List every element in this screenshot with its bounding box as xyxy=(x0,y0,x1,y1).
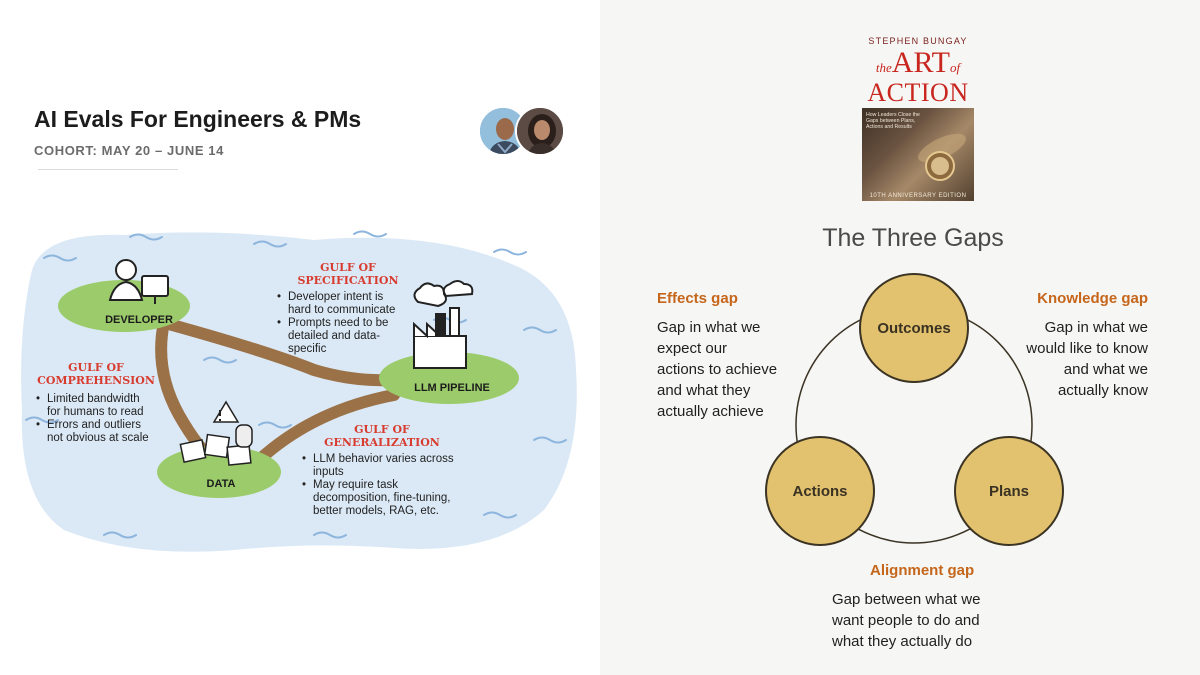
book-title-of: of xyxy=(949,60,961,75)
book-title-action: ACTION xyxy=(867,78,969,107)
effects-gap-heading: Effects gap xyxy=(657,290,738,307)
course-title: AI Evals For Engineers & PMs xyxy=(34,106,362,132)
plans-circle: Plans xyxy=(954,436,1064,546)
gulf-comprehension-heading: GULF OF COMPREHENSION xyxy=(37,361,155,387)
book-edition: 10TH ANNIVERSARY EDITION xyxy=(869,193,967,199)
three-gaps-cycle-diagram: Outcomes Actions Plans xyxy=(765,273,1064,546)
plans-label: Plans xyxy=(989,483,1029,500)
llm-pipeline-label: LLM PIPELINE xyxy=(414,382,490,394)
gulf-generalization-heading: GULF OF GENERALIZATION xyxy=(324,423,440,449)
left-slide: AI Evals For Engineers & PMs COHORT: MAY… xyxy=(0,0,600,675)
wave-marks xyxy=(25,230,567,539)
factory-icon xyxy=(413,280,474,369)
book-cover-image: How Leaders Close the Gaps between Plans… xyxy=(862,108,974,201)
outcomes-label: Outcomes xyxy=(877,320,950,337)
developer-figure xyxy=(108,259,169,304)
knowledge-gap-description: Gap in what we would like to know and wh… xyxy=(1026,319,1148,399)
alignment-gap-description: Gap between what we want people to do an… xyxy=(832,591,981,650)
actions-circle: Actions xyxy=(765,436,875,546)
effects-gap-description: Gap in what we expect our actions to ach… xyxy=(657,319,778,420)
data-label: DATA xyxy=(206,478,236,490)
gulf-specification-heading: GULF OF SPECIFICATION xyxy=(297,261,399,287)
alignment-gap-heading: Alignment gap xyxy=(870,562,975,579)
book-subtitle: How Leaders Close the Gaps between Plans… xyxy=(866,112,920,130)
knowledge-gap-heading: Knowledge gap xyxy=(1037,290,1148,307)
book-title-art: ART xyxy=(891,46,950,79)
three-gaps-title: The Three Gaps xyxy=(822,224,1004,252)
outcomes-circle: Outcomes xyxy=(859,273,969,383)
instructor-avatar-2 xyxy=(515,106,565,156)
book-title-the: the xyxy=(875,60,892,75)
cohort-dates: COHORT: MAY 20 – JUNE 14 xyxy=(34,143,224,158)
actions-label: Actions xyxy=(792,483,847,500)
book-author: STEPHEN BUNGAY xyxy=(868,36,968,46)
documents-pile-icon xyxy=(179,400,253,466)
book-title-top: theARTof xyxy=(856,48,980,83)
developer-label: DEVELOPER xyxy=(105,314,173,326)
divider xyxy=(38,169,178,170)
compass-icon xyxy=(918,133,966,181)
